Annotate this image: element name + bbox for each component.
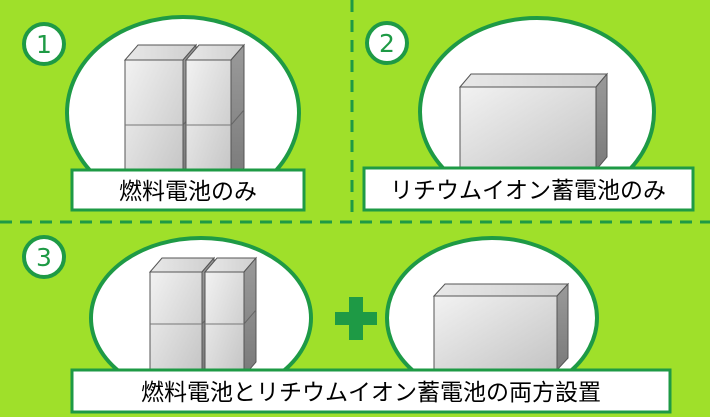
panel-1-number-badge xyxy=(22,22,66,66)
fuel-cell-unit-icon xyxy=(123,43,198,185)
panel-2-number-badge xyxy=(365,21,409,65)
panel-2-label: リチウムイオン蓄電池のみ xyxy=(390,178,666,204)
fuel-cell-unit-icon xyxy=(148,256,216,378)
panel-1: 燃料電池のみ 1 xyxy=(22,15,306,212)
panel-2: リチウムイオン蓄電池のみ 2 xyxy=(362,16,695,212)
panel-2-label-box xyxy=(362,166,695,212)
panel-1-label-box xyxy=(70,168,306,212)
panel-3-label-box xyxy=(70,368,672,414)
lithium-battery-unit-icon xyxy=(432,282,570,372)
panel-3-label: 燃料電池とリチウムイオン蓄電池の両方設置 xyxy=(141,380,601,406)
panel-1-number: 1 xyxy=(36,30,52,59)
panel-3: 燃料電池とリチウムイオン蓄電池の両方設置 3 xyxy=(22,235,672,414)
lithium-battery-unit-icon xyxy=(458,72,609,172)
panel-1-label: 燃料電池のみ xyxy=(119,179,257,205)
fuel-cell-unit-icon xyxy=(184,43,246,185)
plus-icon xyxy=(335,297,377,340)
fuel-cell-unit-icon xyxy=(203,256,258,378)
panel-3-number-badge xyxy=(22,235,66,279)
panel-3-number: 3 xyxy=(36,243,52,272)
panel-2-number: 2 xyxy=(379,29,395,58)
